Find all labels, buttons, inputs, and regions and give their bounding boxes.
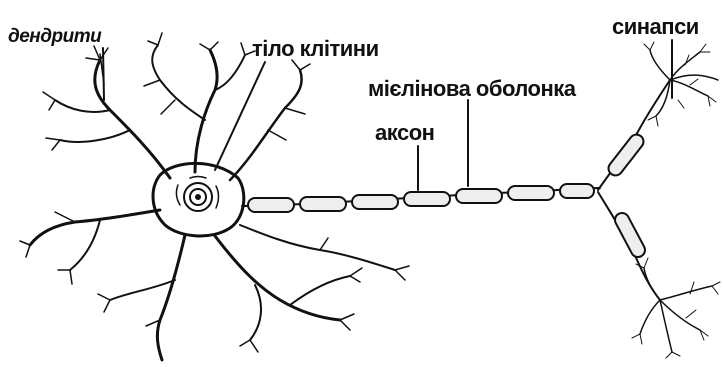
label-cell-body: тіло клітини [252, 36, 379, 62]
leader-lines [103, 40, 672, 190]
label-myelin-sheath: мієлінова оболонка [368, 76, 576, 102]
dendrites [20, 33, 409, 360]
synaptic-terminals-top [644, 42, 718, 126]
nucleus [176, 177, 218, 212]
label-axon: аксон [375, 120, 434, 146]
myelin-sheath [248, 184, 594, 212]
synaptic-terminals-bottom [632, 258, 720, 358]
label-synapses: синапси [612, 14, 699, 40]
label-dendrites: дендрити [8, 26, 101, 48]
